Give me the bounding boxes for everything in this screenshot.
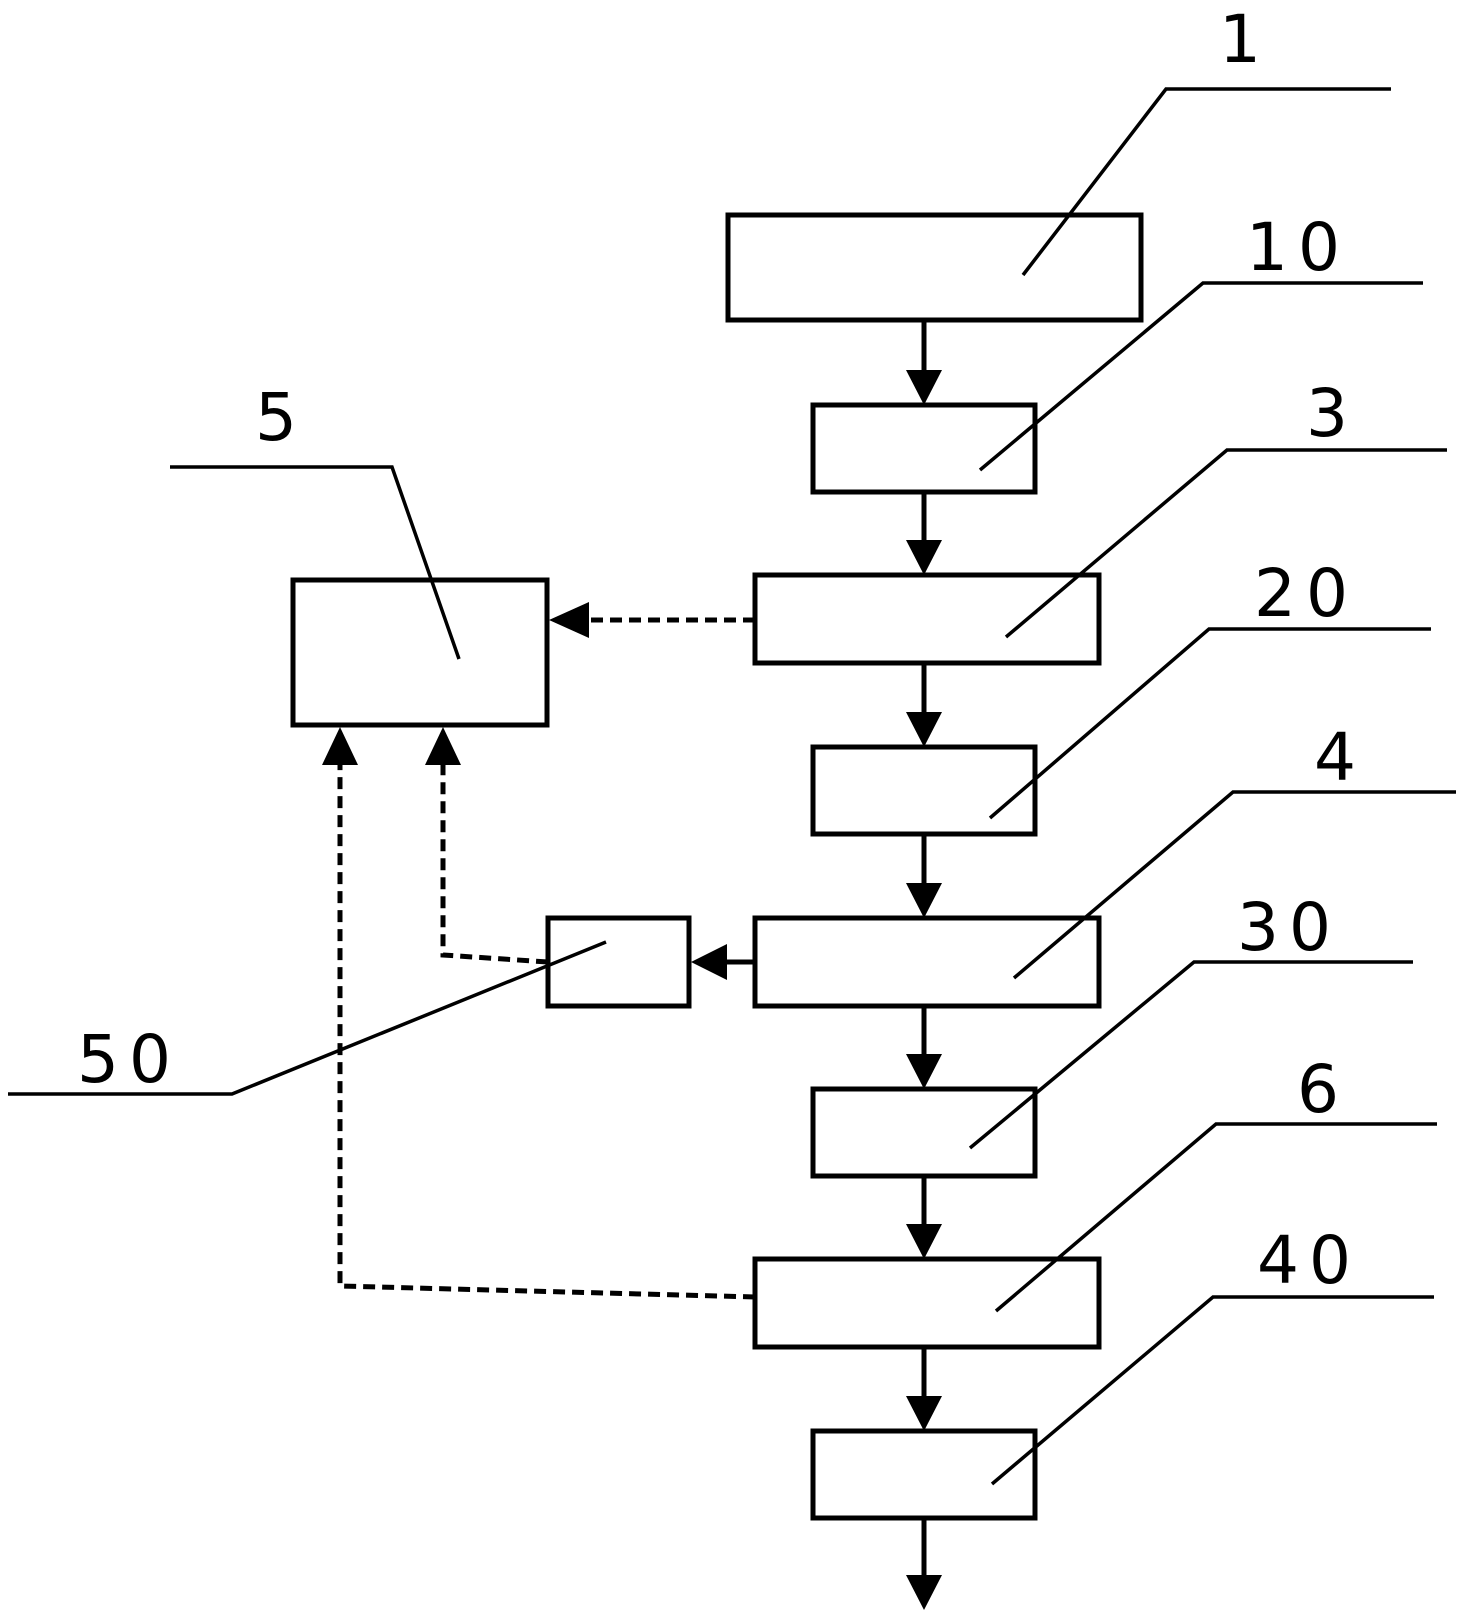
leader-6 [994,1122,1437,1313]
leader-5 [170,465,461,660]
label-5: 5 [255,379,307,456]
leader-1 [1021,87,1391,277]
box-3 [752,572,1102,666]
box-30 [810,1086,1038,1179]
flow-arrow-1-10 [906,320,942,405]
label-30: 30 [1237,889,1341,966]
flow-arrow-4-30 [906,1006,942,1089]
dashed-arrow-3-5 [549,602,755,638]
box-6 [752,1256,1102,1350]
leader-4 [1012,790,1456,980]
leader-10 [978,281,1423,472]
leader-20 [988,627,1431,820]
label-3: 3 [1306,375,1358,452]
dashed-arrow-50-5 [425,727,549,965]
label-20: 20 [1254,555,1358,632]
flow-arrow-10-3 [906,492,942,575]
flow-arrow-30-6 [906,1176,942,1259]
box-20 [810,744,1038,837]
flow-arrow-4-50 [691,944,755,980]
label-40: 40 [1257,1222,1361,1299]
dashed-arrow-6-5 [322,727,756,1300]
label-6: 6 [1297,1051,1349,1128]
leader-3 [1004,448,1447,639]
flow-arrow-40-output [906,1518,942,1610]
box-4 [752,915,1102,1009]
flow-arrow-20-4 [906,834,942,918]
leader-40 [990,1295,1434,1486]
leader-50 [8,940,607,1096]
label-10: 10 [1246,209,1350,286]
label-50: 50 [77,1021,181,1098]
label-1: 1 [1219,1,1271,78]
leader-30 [968,960,1413,1150]
box-10 [810,402,1038,495]
box-50 [545,915,692,1009]
box-5 [290,577,550,728]
box-1 [725,212,1144,323]
flow-arrow-3-20 [906,663,942,747]
label-4: 4 [1314,719,1366,796]
flow-arrow-6-40 [906,1347,942,1431]
